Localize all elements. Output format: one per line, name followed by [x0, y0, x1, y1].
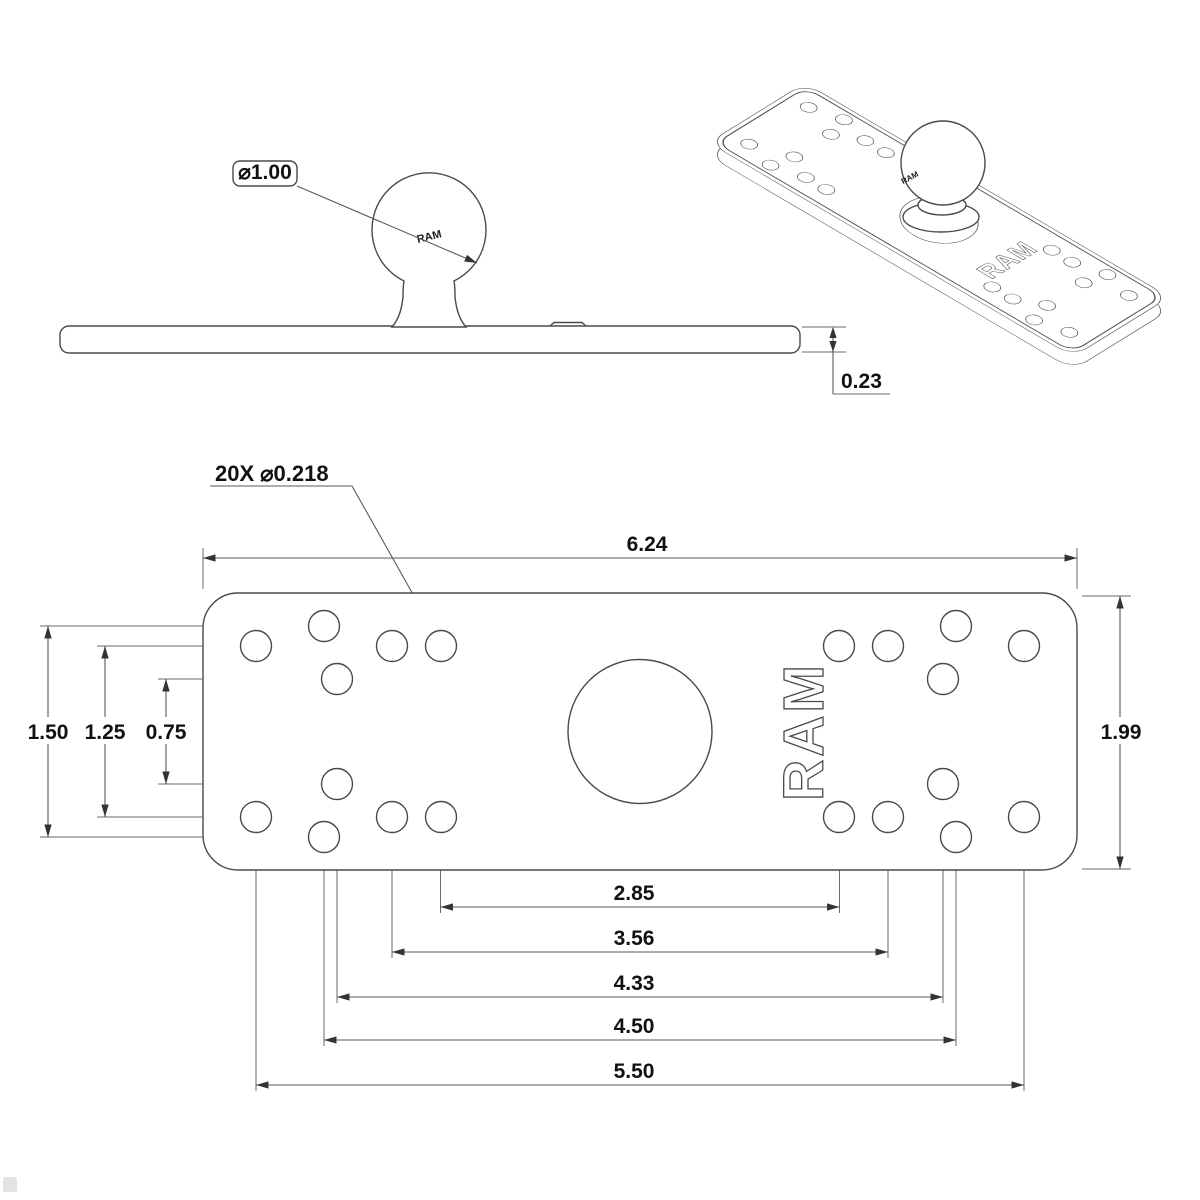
mounting-hole	[926, 662, 960, 696]
left-dimension-1-25: 1.25	[83, 646, 128, 817]
mounting-hole	[375, 800, 409, 834]
mounting-hole	[799, 102, 818, 113]
mounting-hole	[424, 629, 458, 663]
iso-ball-assembly: RAM	[900, 120, 986, 233]
left-dimension-1-50: 1.50	[26, 626, 71, 837]
mounting-hole	[1063, 256, 1081, 268]
mounting-hole	[1025, 314, 1043, 326]
ball-diameter-callout-box	[232, 160, 298, 187]
bottom-dimension-4-50: 4.50	[324, 1015, 956, 1044]
mounting-hole	[939, 820, 973, 854]
mounting-hole	[1003, 293, 1022, 305]
mounting-hole	[307, 820, 341, 854]
mounting-hole	[761, 159, 780, 171]
side-ball-brand-label: RAM	[416, 228, 443, 246]
ball-diameter-label: ⌀1.00	[238, 161, 292, 184]
height-dimension: 1.99	[1082, 595, 1144, 870]
mounting-hole	[740, 138, 758, 150]
bottom-dim-label-356: 3.56	[614, 927, 655, 950]
mounting-hole	[1007, 800, 1041, 834]
mounting-hole	[239, 629, 273, 663]
bottom-dimension-2-85: 2.85	[440, 882, 840, 911]
mounting-hole	[983, 281, 1002, 293]
plan-view: 20X ⌀0.218 6.24	[26, 461, 1144, 1091]
iso-ball	[900, 120, 986, 206]
width-dimension: 6.24	[202, 533, 1078, 589]
mounting-hole	[926, 767, 960, 801]
thickness-label: 0.23	[841, 370, 882, 393]
mounting-hole	[822, 800, 856, 834]
side-view: RAM ⌀1.00 0.23	[59, 160, 890, 395]
mounting-hole	[307, 609, 341, 643]
mounting-hole	[856, 135, 875, 146]
mounting-hole	[817, 184, 836, 195]
iso-view: RAM RAM	[717, 88, 1161, 365]
mounting-hole	[1038, 300, 1056, 311]
mounting-hole	[1060, 327, 1079, 338]
mounting-hole	[320, 767, 354, 801]
height-label: 1.99	[1101, 721, 1142, 744]
mounting-hole	[797, 172, 815, 183]
ball-diameter-leader-line	[296, 185, 478, 264]
mounting-hole	[871, 629, 905, 663]
left-dim-label-125: 1.25	[85, 721, 126, 744]
ball-base-center-hole	[567, 658, 713, 805]
mounting-hole	[1074, 277, 1093, 289]
mounting-hole	[835, 114, 853, 126]
mounting-hole	[375, 629, 409, 663]
mounting-hole	[1042, 244, 1061, 256]
plate-brand-label: RAM	[772, 662, 836, 801]
left-dim-label-075: 0.75	[146, 721, 187, 744]
bottom-dim-label-285: 2.85	[614, 882, 655, 905]
mounting-hole	[1007, 629, 1041, 663]
plan-plate-features: RAM	[239, 609, 1041, 854]
plan-plate-outline	[202, 592, 1078, 871]
corner-artifact	[3, 1177, 17, 1192]
iso-plate-chamfer	[722, 91, 1156, 349]
bottom-dimension-5-50: 5.50	[255, 1060, 1024, 1089]
mounting-hole	[822, 629, 856, 663]
mounting-hole	[424, 800, 458, 834]
mounting-hole	[320, 662, 354, 696]
plan-plate: RAM	[202, 592, 1078, 871]
mounting-hole	[877, 147, 895, 158]
mounting-hole	[1120, 290, 1138, 301]
mounting-hole	[822, 129, 840, 140]
mounting-hole	[1098, 269, 1117, 280]
side-plate-tab	[549, 321, 587, 327]
left-dimension-0-75: 0.75	[144, 679, 189, 784]
thickness-arrow-up	[829, 327, 837, 338]
mounting-hole	[239, 800, 273, 834]
bottom-dimension-3-56: 3.56	[392, 927, 888, 956]
left-dim-label-150: 1.50	[28, 721, 69, 744]
bottom-dim-label-550: 5.50	[614, 1060, 655, 1083]
width-label: 6.24	[627, 533, 668, 556]
side-plate-outline	[59, 325, 801, 354]
mounting-hole	[939, 609, 973, 643]
bottom-dim-label-450: 4.50	[614, 1015, 655, 1038]
thickness-arrow-down	[829, 341, 837, 352]
mounting-hole	[871, 800, 905, 834]
hole-callout-label: 20X ⌀0.218	[215, 461, 329, 486]
side-ball-and-neck	[371, 172, 487, 328]
bottom-dimension-4-33: 4.33	[337, 972, 943, 1001]
bottom-dim-label-433: 4.33	[614, 972, 655, 995]
thickness-dimension: 0.23	[802, 326, 890, 395]
mounting-hole	[785, 151, 804, 163]
